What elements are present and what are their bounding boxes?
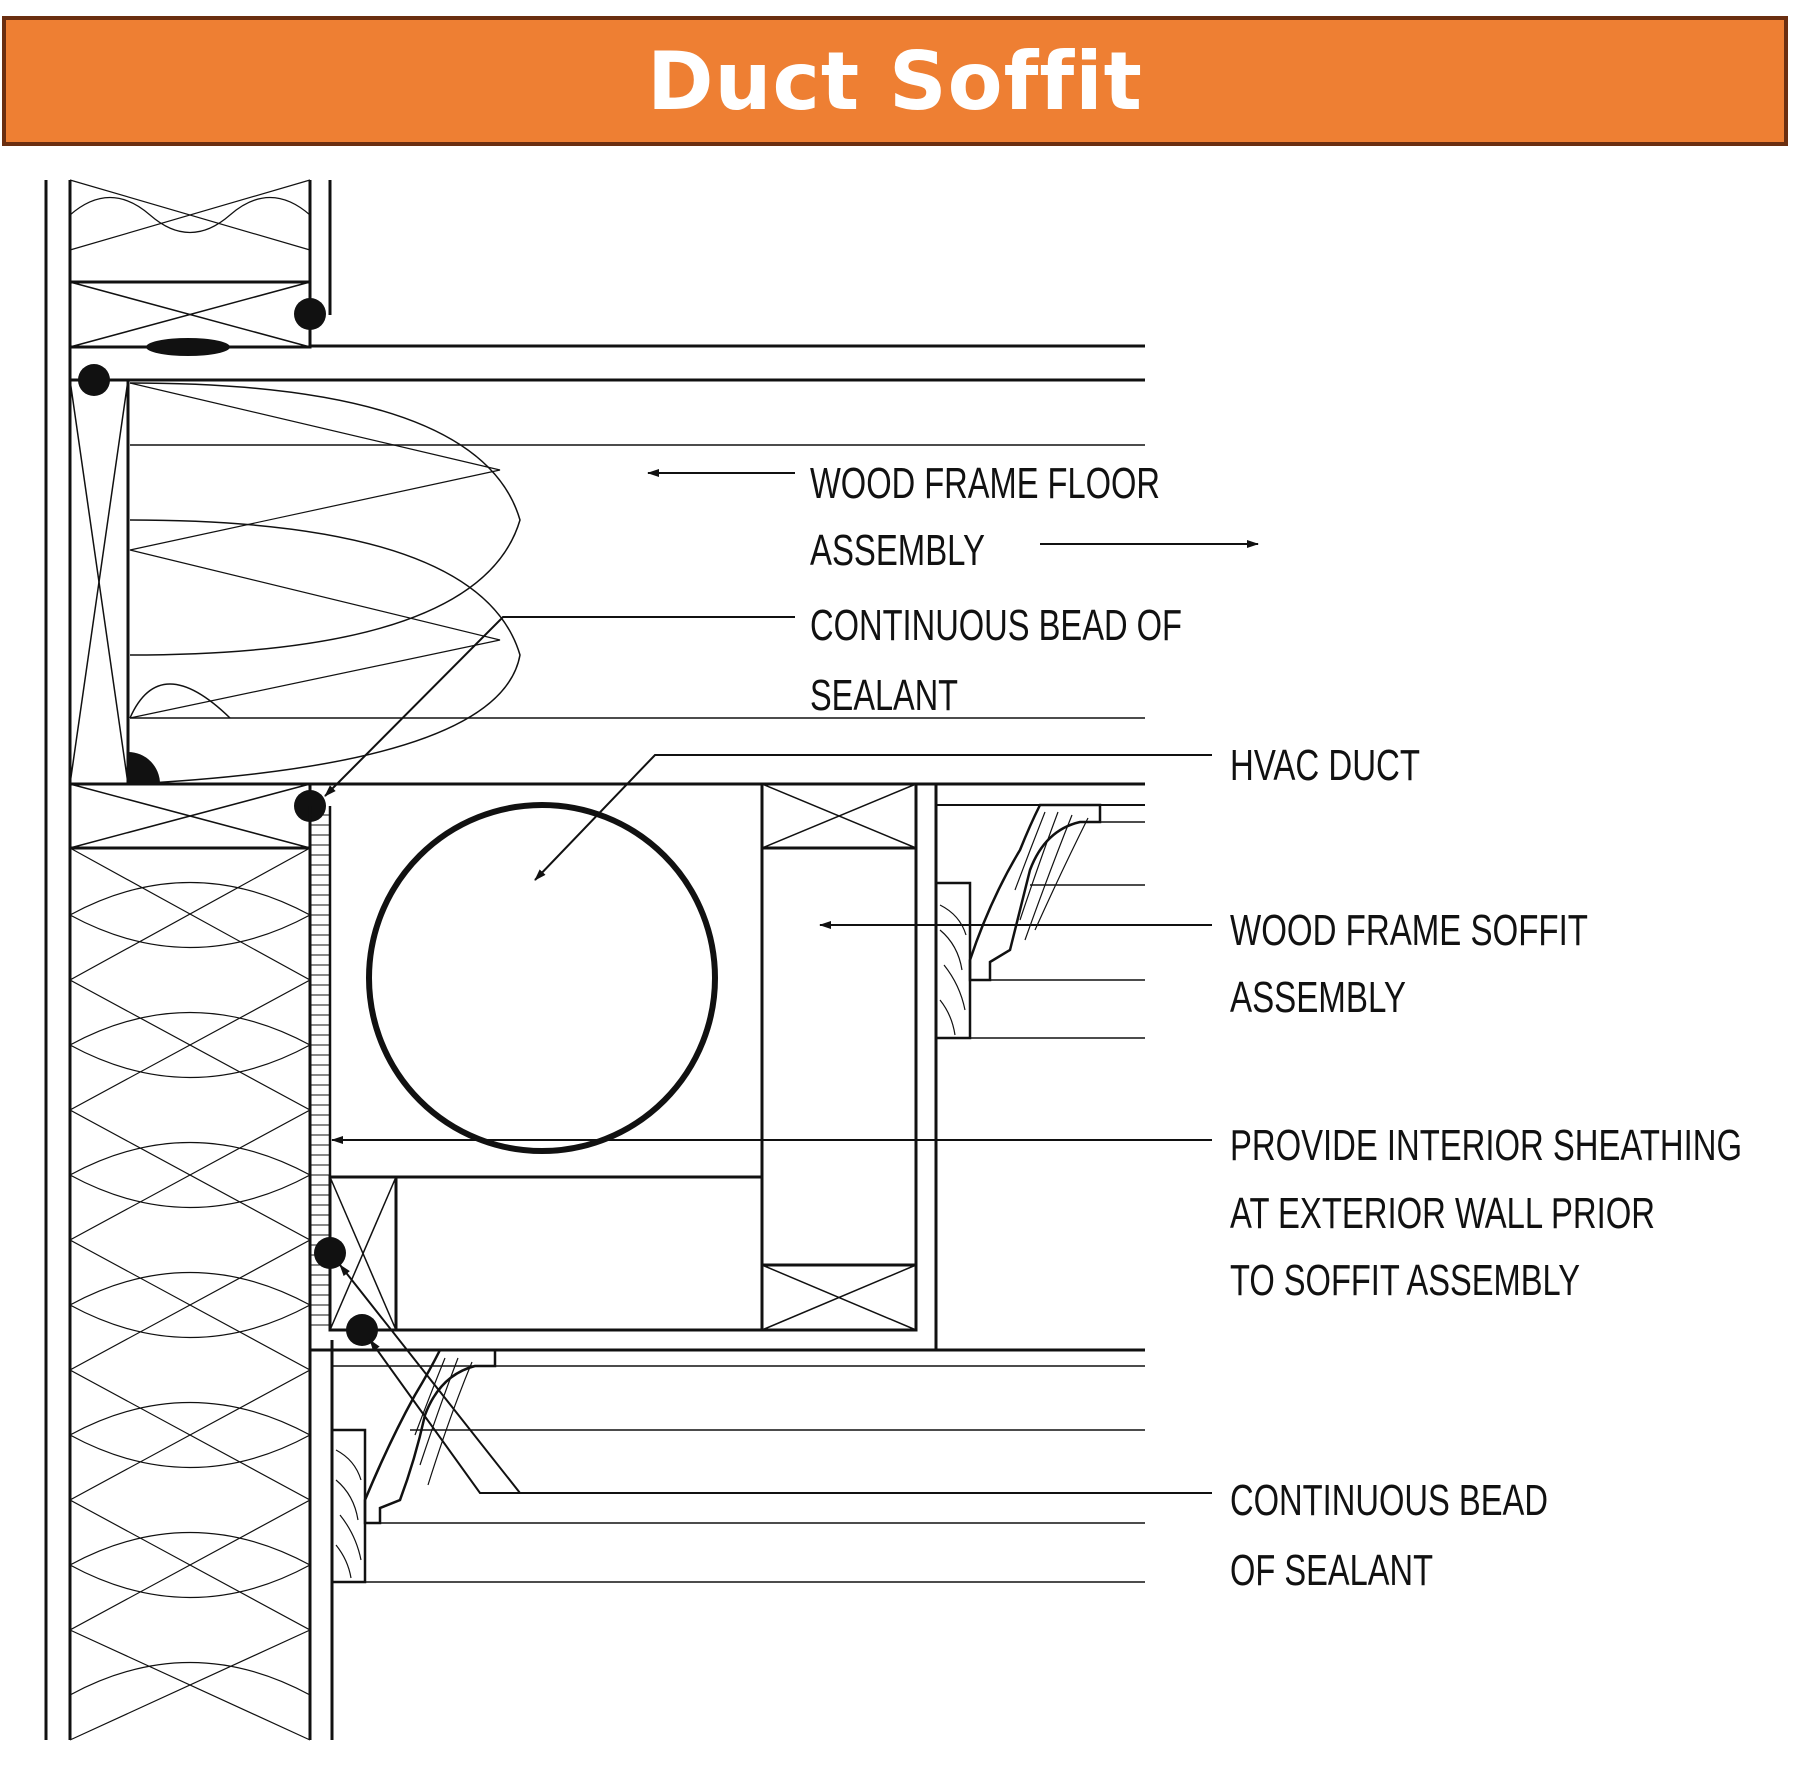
callout-line: CONTINUOUS BEAD xyxy=(1230,1476,1548,1525)
callout-line: WOOD FRAME SOFFIT xyxy=(1230,906,1588,955)
callout-wood-frame-floor: WOOD FRAME FLOOR ASSEMBLY xyxy=(810,459,1160,575)
sealant-bead-icon xyxy=(294,298,326,330)
gasket-bead xyxy=(146,338,230,356)
page-title: Duct Soffit xyxy=(647,34,1143,128)
floor-plate xyxy=(68,782,312,850)
hvac-duct xyxy=(366,802,718,1154)
callout-line: ASSEMBLY xyxy=(1230,973,1406,1022)
callout-sealant-top: CONTINUOUS BEAD OF SEALANT xyxy=(810,601,1182,720)
exterior-wall-lower xyxy=(68,847,334,1741)
callout-line: HVAC DUCT xyxy=(1230,741,1420,790)
crown-moulding-lower xyxy=(330,1348,1145,1584)
callout-hvac-duct: HVAC DUCT xyxy=(1230,741,1420,790)
sealant-bead-icon xyxy=(346,1314,378,1346)
crown-moulding-upper xyxy=(934,803,1145,1040)
callout-wood-frame-soffit: WOOD FRAME SOFFIT ASSEMBLY xyxy=(1230,906,1588,1022)
sealant-bead-icon xyxy=(128,752,160,784)
callout-interior-sheathing: PROVIDE INTERIOR SHEATHING AT EXTERIOR W… xyxy=(1230,1121,1742,1305)
callout-line: TO SOFFIT ASSEMBLY xyxy=(1230,1256,1580,1305)
callout-line: SEALANT xyxy=(810,671,958,720)
leader-lines xyxy=(324,469,1259,1494)
sealant-bead-icon xyxy=(314,1237,346,1269)
title-banner: Duct Soffit xyxy=(2,16,1788,146)
callout-line: CONTINUOUS BEAD OF xyxy=(810,601,1182,650)
callout-line: AT EXTERIOR WALL PRIOR xyxy=(1230,1189,1655,1238)
callout-sealant-bottom: CONTINUOUS BEAD OF SEALANT xyxy=(1230,1476,1548,1595)
wood-frame-soffit-assembly xyxy=(310,782,1145,1352)
callout-line: OF SEALANT xyxy=(1230,1546,1433,1595)
callout-line: WOOD FRAME FLOOR xyxy=(810,459,1160,508)
exterior-wall-upper xyxy=(44,179,332,1740)
callout-line: ASSEMBLY xyxy=(810,526,985,575)
callout-line: PROVIDE INTERIOR SHEATHING xyxy=(1230,1121,1742,1170)
